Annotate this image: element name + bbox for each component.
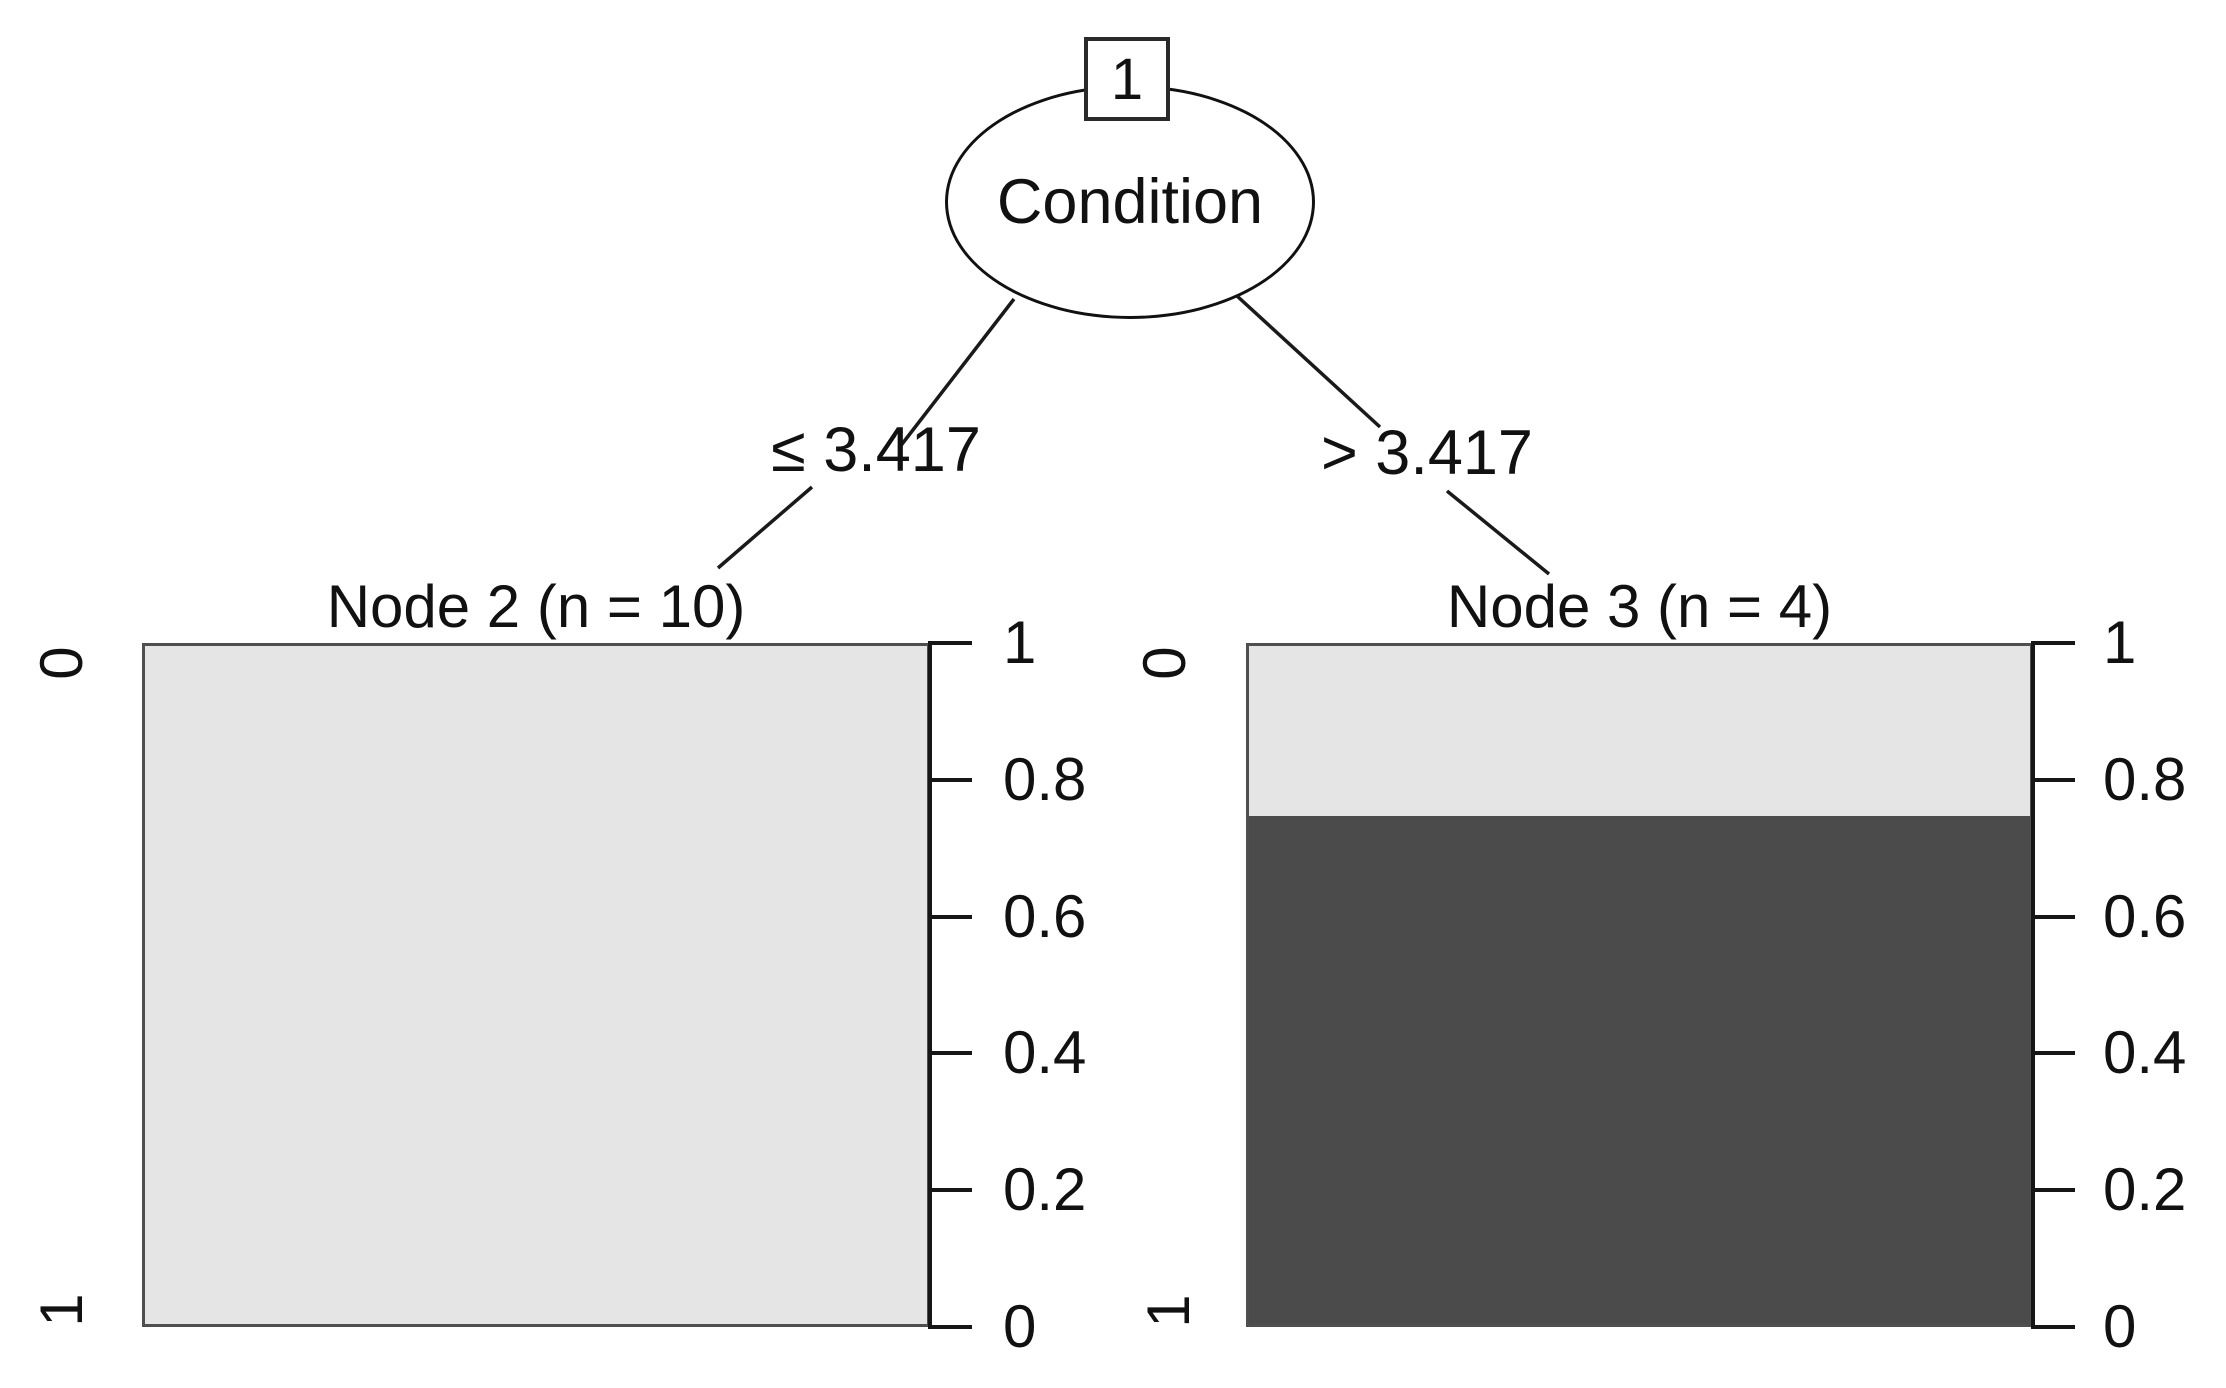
y-tick <box>2035 1051 2075 1056</box>
edge-right-label-to-node3 <box>1445 489 1551 576</box>
edge-left-label-to-node2 <box>716 485 814 570</box>
node2-title: Node 2 (n = 10) <box>326 573 746 640</box>
y-tick-label: 1 <box>1003 609 1037 676</box>
y-tick <box>2035 1188 2075 1193</box>
split-label-right: > 3.417 <box>1321 418 1533 488</box>
y-tick <box>2035 1325 2075 1329</box>
y-tick-label: 0.6 <box>1003 882 1087 950</box>
y-tick <box>932 641 972 645</box>
y-tick <box>2035 777 2075 782</box>
root-node-id: 1 <box>1110 46 1144 112</box>
y-tick-label: 0 <box>2103 1293 2137 1360</box>
node3-bar <box>1246 643 2033 1327</box>
y-tick <box>932 1325 972 1329</box>
node3-y-axis-labels: 1 0.8 0.6 0.4 0.2 0 <box>2103 612 2226 1358</box>
root-node-id-badge: 1 <box>1084 37 1170 121</box>
node2-y-axis-labels: 1 0.8 0.6 0.4 0.2 0 <box>1003 612 1163 1358</box>
node3-y-axis-line <box>2031 641 2035 1329</box>
y-tick-label: 0.8 <box>2103 745 2187 813</box>
y-tick <box>932 914 972 919</box>
y-tick <box>932 777 972 782</box>
split-label-left: ≤ 3.417 <box>771 415 981 485</box>
edge-root-to-right-label <box>1235 294 1382 429</box>
node3-title: Node 3 (n = 4) <box>1446 573 1833 640</box>
y-tick-label: 0.2 <box>1003 1156 1087 1224</box>
node2-y-axis-line <box>928 641 932 1329</box>
edge-root-to-left-label <box>897 297 1016 450</box>
node2-bar <box>142 643 930 1327</box>
node3-dark-segment <box>1249 815 2030 1324</box>
node3-y-axis-ticks <box>2035 641 2079 1329</box>
y-tick <box>932 1188 972 1193</box>
y-tick-label: 0.6 <box>2103 882 2187 950</box>
y-tick-label: 0.4 <box>2103 1019 2187 1087</box>
y-tick-label: 0.8 <box>1003 745 1087 813</box>
y-tick-label: 0.2 <box>2103 1156 2187 1224</box>
root-node-label: Condition <box>996 166 1264 237</box>
root-node-ellipse: Condition <box>945 85 1315 319</box>
node2-y-axis-ticks <box>932 641 976 1329</box>
y-tick <box>2035 914 2075 919</box>
y-tick <box>2035 641 2075 645</box>
y-tick-label: 1 <box>2103 609 2137 676</box>
y-tick-label: 0 <box>1003 1293 1037 1360</box>
y-tick <box>932 1051 972 1056</box>
y-tick-label: 0.4 <box>1003 1019 1087 1087</box>
